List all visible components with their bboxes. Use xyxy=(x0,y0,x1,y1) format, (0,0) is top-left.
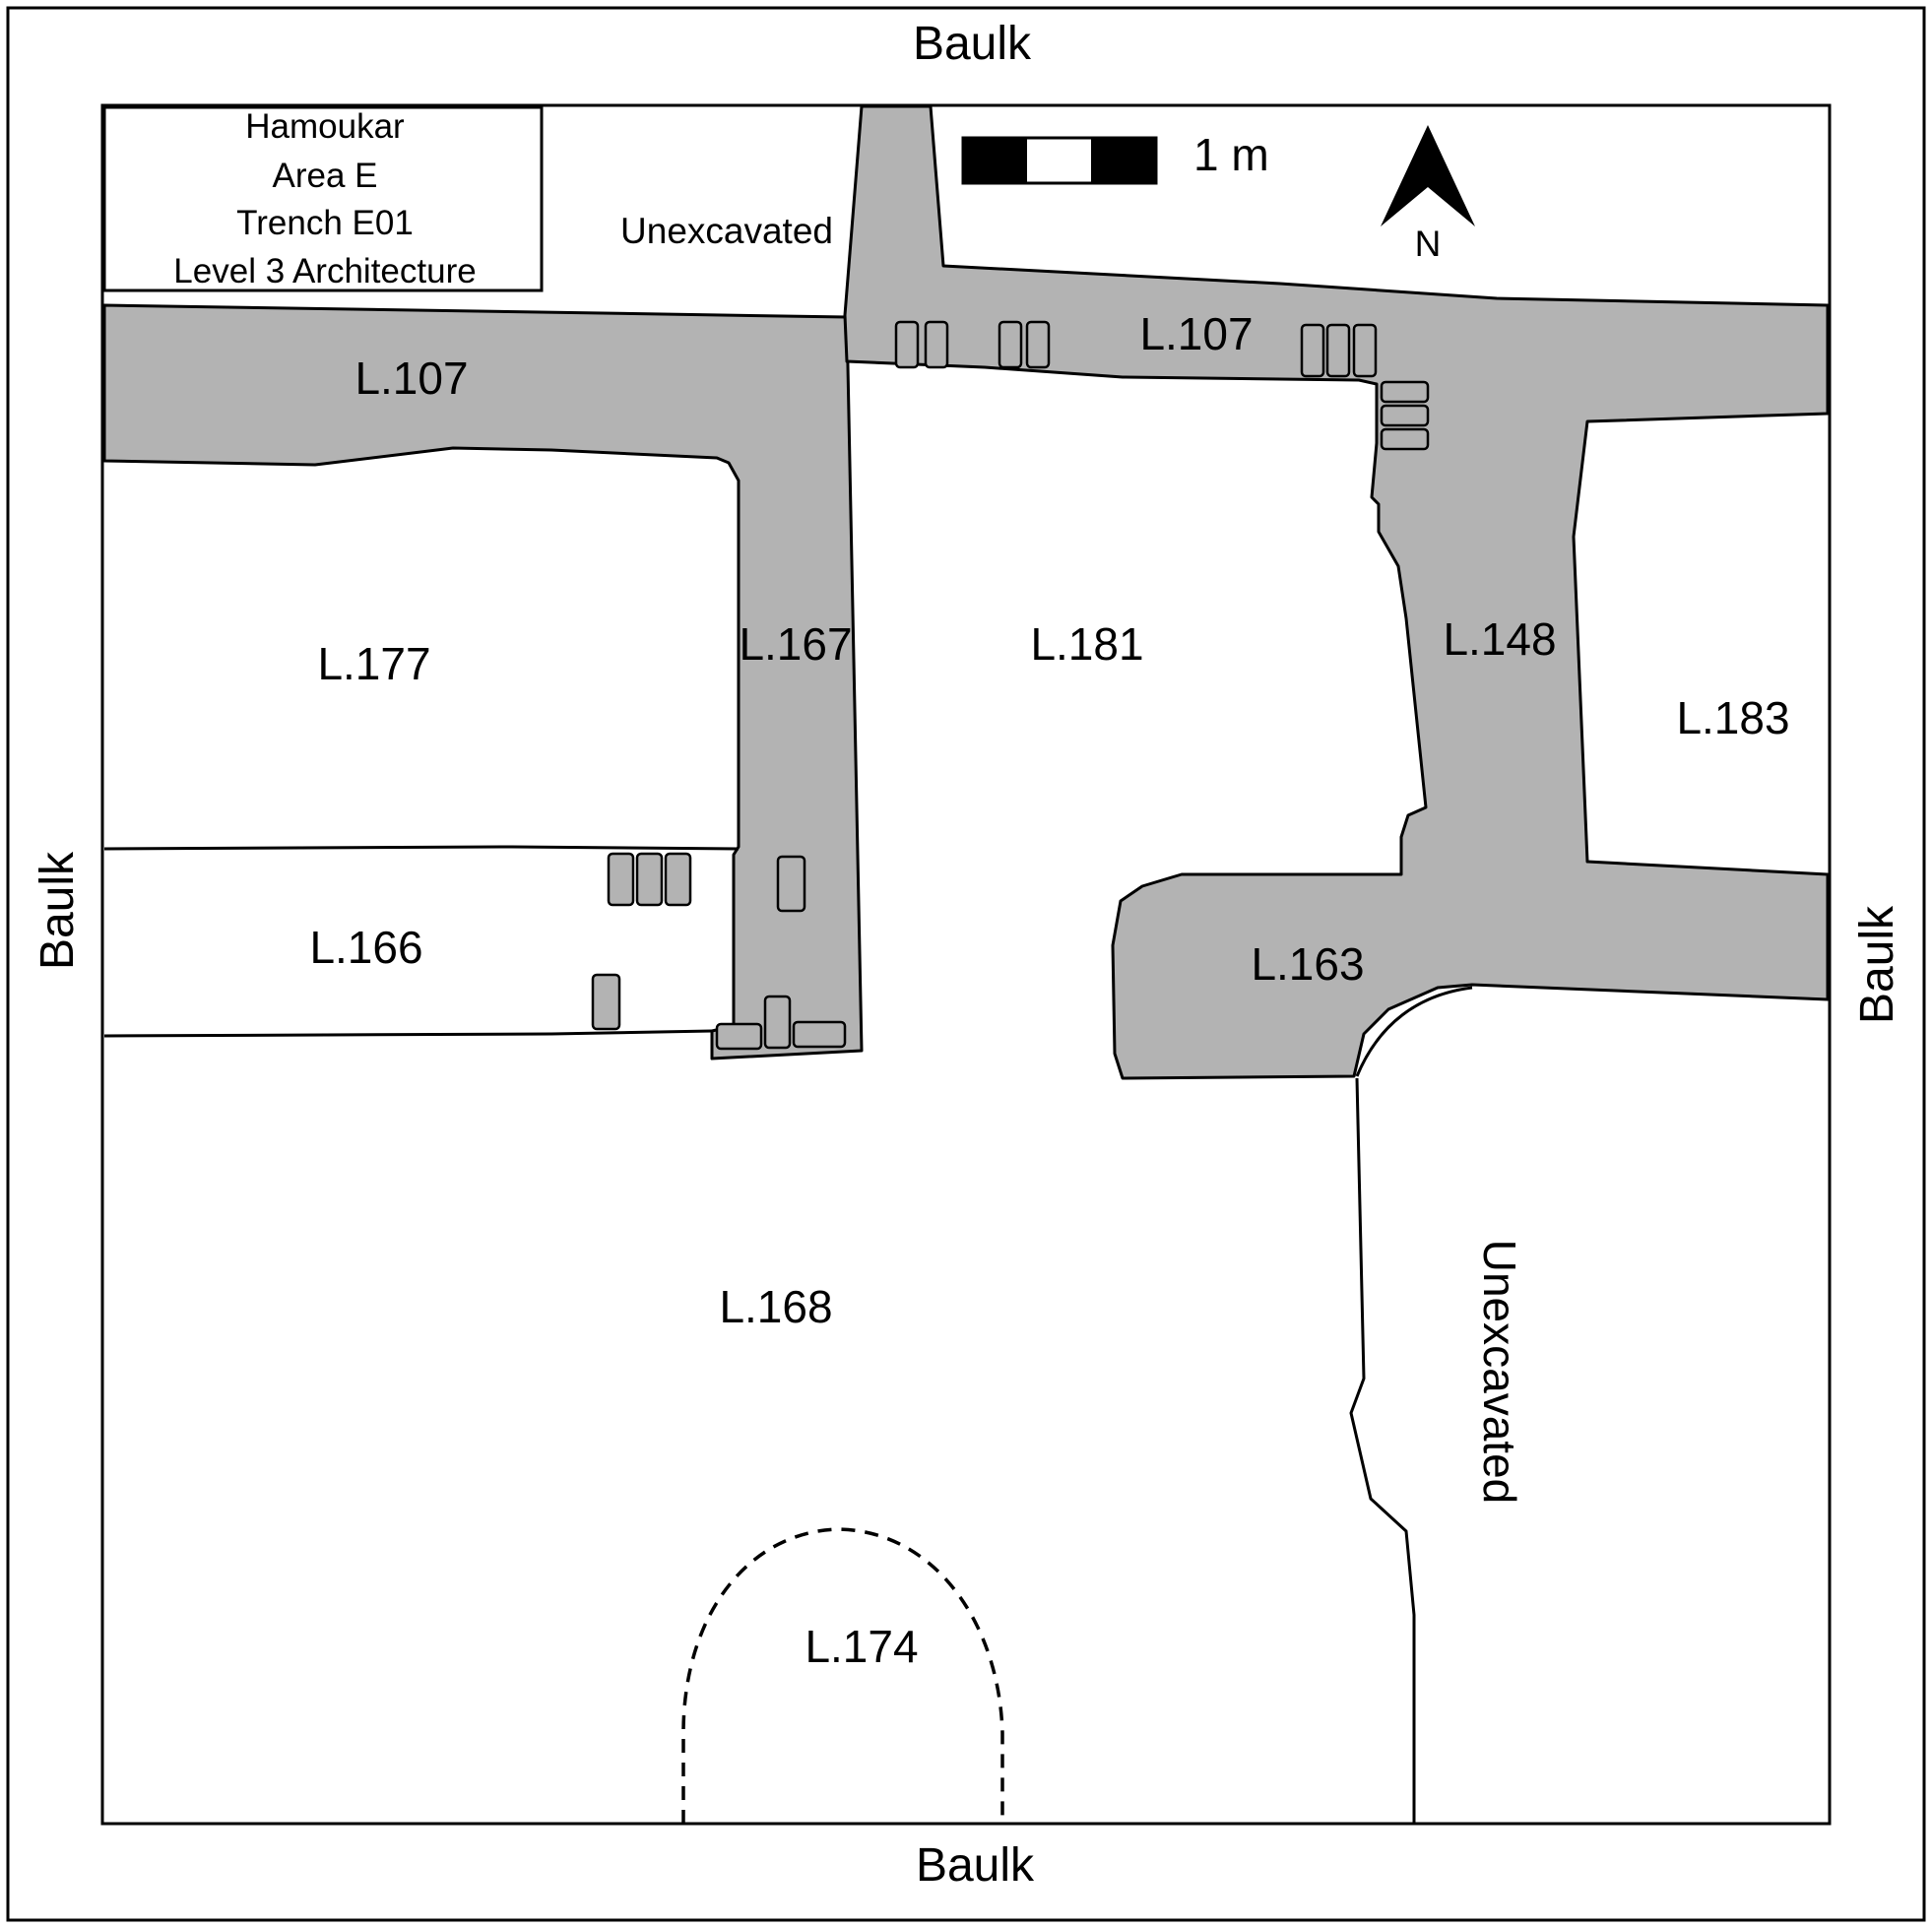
scale-bar xyxy=(961,136,1158,185)
pit-l174-outline xyxy=(681,1527,1004,1824)
brick xyxy=(792,1020,847,1049)
locus-l168: L.168 xyxy=(719,1281,832,1332)
locus-l163: L.163 xyxy=(1251,938,1364,990)
brick xyxy=(776,855,806,913)
brick xyxy=(1352,323,1378,378)
locus-l166: L.166 xyxy=(309,922,422,973)
trench-boundary xyxy=(100,103,1832,1826)
locus-l167: L.167 xyxy=(739,618,852,670)
wall-l107-west xyxy=(102,303,864,1060)
title-line-2: Area E xyxy=(273,157,378,195)
wall-l107-north xyxy=(843,104,1830,1080)
unexcavated-boundary-east xyxy=(1349,1077,1416,1824)
brick xyxy=(607,852,635,907)
title-line-1: Hamoukar xyxy=(245,107,405,146)
brick xyxy=(1380,427,1430,451)
baulk-bottom-label: Baulk xyxy=(916,1839,1035,1892)
baulk-right-label: Baulk xyxy=(1851,905,1903,1024)
wall-l166 xyxy=(103,845,740,851)
brick xyxy=(763,995,792,1050)
locus-l107-west: L.107 xyxy=(354,353,468,404)
title-block-frame xyxy=(102,105,544,292)
bricks-l166-wall xyxy=(591,852,847,1051)
locus-l174: L.174 xyxy=(805,1621,918,1672)
title-line-3: Trench E01 xyxy=(236,204,414,242)
brick xyxy=(924,320,949,369)
brick xyxy=(591,973,621,1031)
title-line-4: Level 3 Architecture xyxy=(173,252,476,290)
brick xyxy=(664,852,692,907)
brick xyxy=(635,852,664,907)
locus-l181: L.181 xyxy=(1030,618,1143,670)
brick xyxy=(1300,323,1325,378)
brick xyxy=(1380,404,1430,427)
brick xyxy=(998,320,1023,369)
locus-l148: L.148 xyxy=(1443,613,1556,665)
scale-bar-label: 1 m xyxy=(1193,129,1269,180)
baulk-left-label: Baulk xyxy=(32,851,84,970)
brick xyxy=(894,320,920,369)
locus-l107-north: L.107 xyxy=(1139,308,1253,359)
brick xyxy=(1325,323,1351,378)
unexcavated-top-label: Unexcavated xyxy=(620,211,833,251)
wall-l166-south xyxy=(103,1029,713,1038)
baulk-top-label: Baulk xyxy=(913,18,1032,70)
outer-frame xyxy=(6,6,1926,1922)
north-arrow-icon xyxy=(1381,125,1475,226)
bricks-north-wall xyxy=(894,320,1430,451)
wall-l163-curve xyxy=(1355,986,1473,1077)
locus-l177: L.177 xyxy=(317,638,430,689)
brick xyxy=(715,1022,763,1051)
unexcavated-east-label: Unexcavated xyxy=(1474,1240,1525,1505)
brick xyxy=(1025,320,1051,369)
brick xyxy=(1380,380,1430,404)
north-arrow-label: N xyxy=(1415,224,1442,264)
locus-l183: L.183 xyxy=(1676,692,1789,743)
